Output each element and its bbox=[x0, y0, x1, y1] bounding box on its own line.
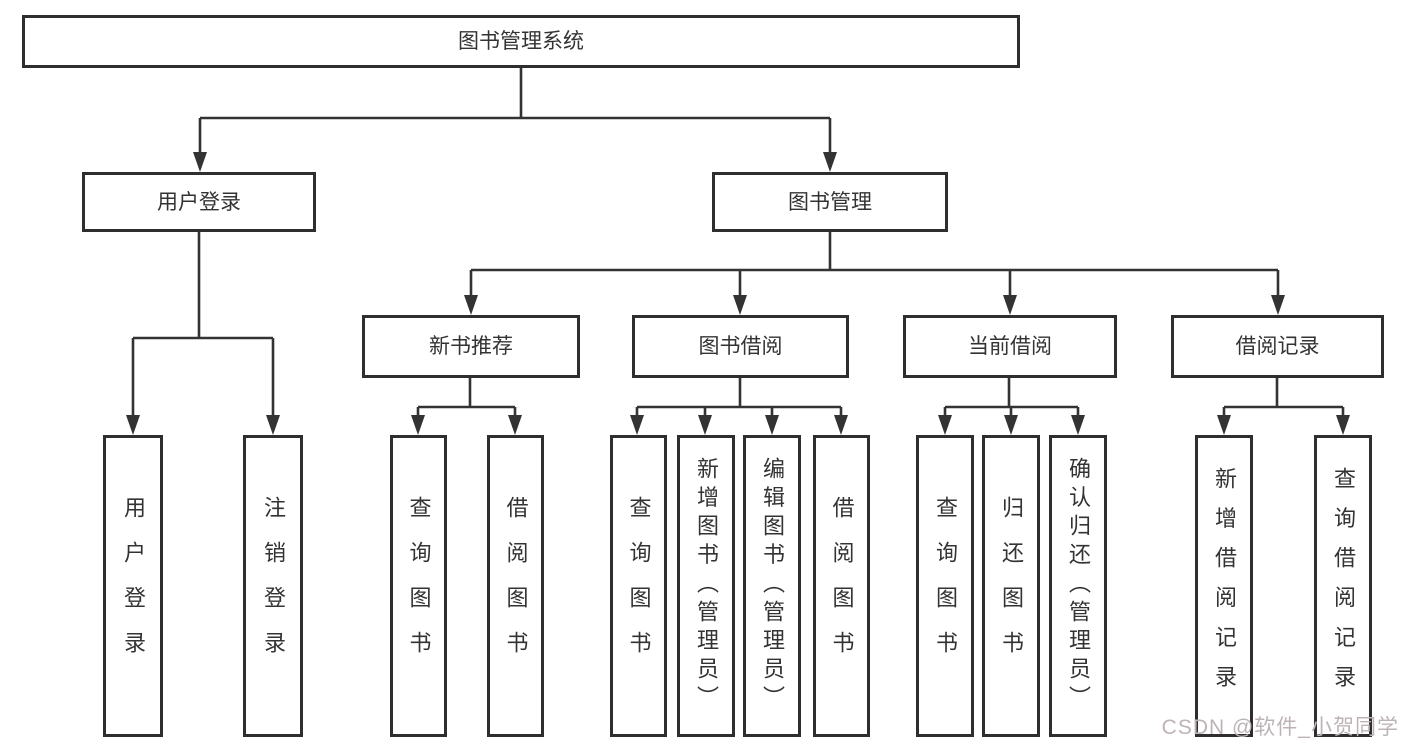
node-root-system: 图书管理系统 bbox=[22, 15, 1020, 68]
csdn-watermark: CSDN @软件_小贺同学 bbox=[1161, 716, 1399, 739]
node-borrow-records: 借阅记录 bbox=[1171, 315, 1384, 378]
leaf-edit-books-admin: 编辑图书（管理员） bbox=[743, 435, 801, 737]
leaf-user-login: 用户登录 bbox=[103, 435, 163, 737]
node-new-book-recommend: 新书推荐 bbox=[362, 315, 580, 378]
leaf-return-books: 归还图书 bbox=[982, 435, 1040, 737]
leaf-query-borrow-record: 查询借阅记录 bbox=[1314, 435, 1372, 737]
leaf-query-books-current: 查询图书 bbox=[916, 435, 974, 737]
leaf-add-borrow-record: 新增借阅记录 bbox=[1195, 435, 1253, 737]
node-current-borrow: 当前借阅 bbox=[903, 315, 1117, 378]
node-user-login: 用户登录 bbox=[82, 172, 316, 232]
leaf-query-books-recommend: 查询图书 bbox=[390, 435, 447, 737]
node-book-management: 图书管理 bbox=[712, 172, 948, 232]
leaf-borrow-books: 借阅图书 bbox=[813, 435, 870, 737]
arrowheads bbox=[126, 152, 1350, 435]
leaf-confirm-return-admin: 确认归还（管理员） bbox=[1049, 435, 1107, 737]
node-book-borrow: 图书借阅 bbox=[632, 315, 849, 378]
leaf-query-books-borrow: 查询图书 bbox=[610, 435, 667, 737]
leaf-borrow-books-recommend: 借阅图书 bbox=[487, 435, 544, 737]
leaf-add-books-admin: 新增图书（管理员） bbox=[677, 435, 735, 737]
leaf-logout: 注销登录 bbox=[243, 435, 303, 737]
